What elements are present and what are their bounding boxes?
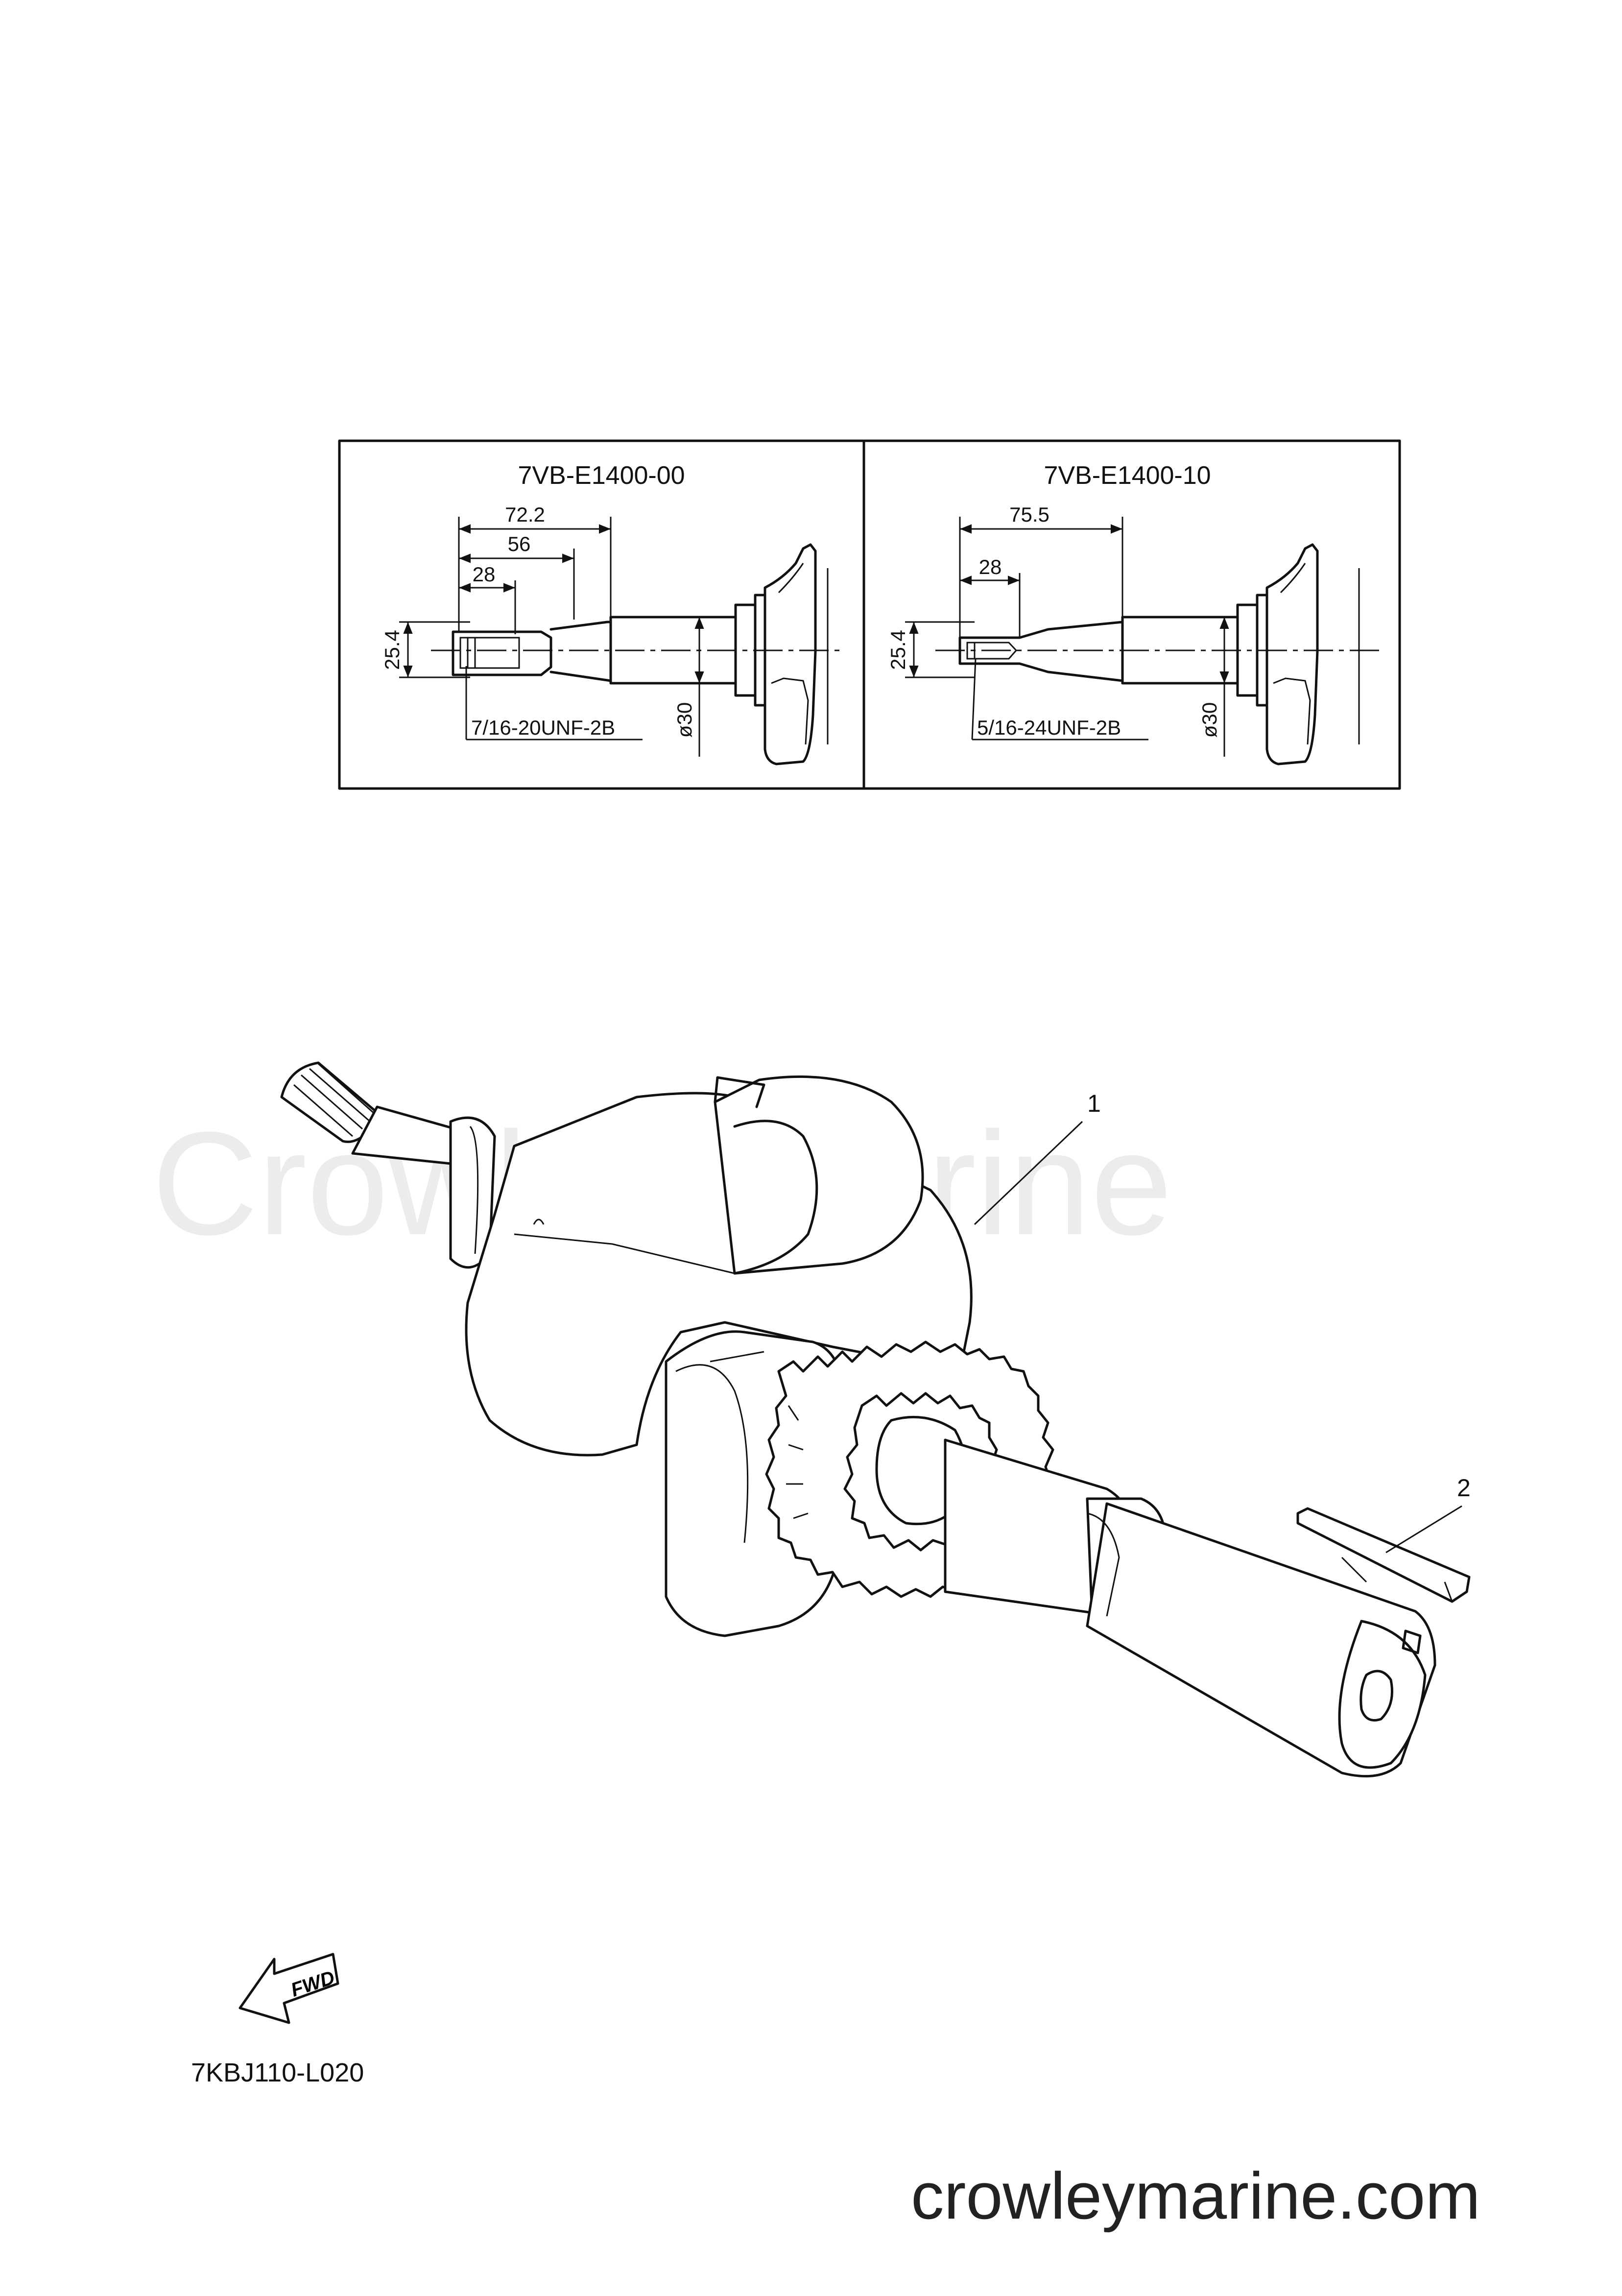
detail-panel-left: 7VB-E1400-00 72.2 56 28 25.4 [381, 461, 842, 765]
diagram-code: 7KBJ110-L020 [191, 2058, 364, 2087]
thread-spec-right: 5/16-24UNF-2B [977, 716, 1121, 739]
callout-1: 1 [974, 1090, 1101, 1225]
fwd-arrow-icon: FWD [239, 1953, 339, 2024]
detail-panel-right: 7VB-E1400-10 75.5 28 25.4 ø30 5/16-24UNF… [886, 461, 1381, 765]
dim-diameter-right: ø30 [1198, 702, 1221, 738]
dim-short-left: 28 [473, 563, 496, 586]
key-part [1296, 1507, 1471, 1603]
crankshaft-assembly [280, 1061, 1436, 1778]
callout-label-1: 1 [1087, 1090, 1101, 1117]
thread-spec-left: 7/16-20UNF-2B [471, 716, 615, 739]
part-number-right: 7VB-E1400-10 [1044, 461, 1211, 490]
dim-mid-left: 56 [508, 532, 531, 555]
footer-site: crowleymarine.com [911, 2159, 1480, 2233]
dim-height-right: 25.4 [886, 630, 909, 670]
part-number-left: 7VB-E1400-00 [518, 461, 685, 490]
dim-overall-left: 72.2 [505, 503, 545, 526]
callout-label-2: 2 [1457, 1474, 1471, 1502]
dim-short-right: 28 [979, 555, 1002, 578]
detail-box [338, 439, 1401, 790]
dim-overall-right: 75.5 [1009, 503, 1050, 526]
callout-2: 2 [1385, 1474, 1471, 1554]
dim-height-left: 25.4 [381, 630, 404, 670]
dim-diameter-left: ø30 [673, 702, 696, 738]
